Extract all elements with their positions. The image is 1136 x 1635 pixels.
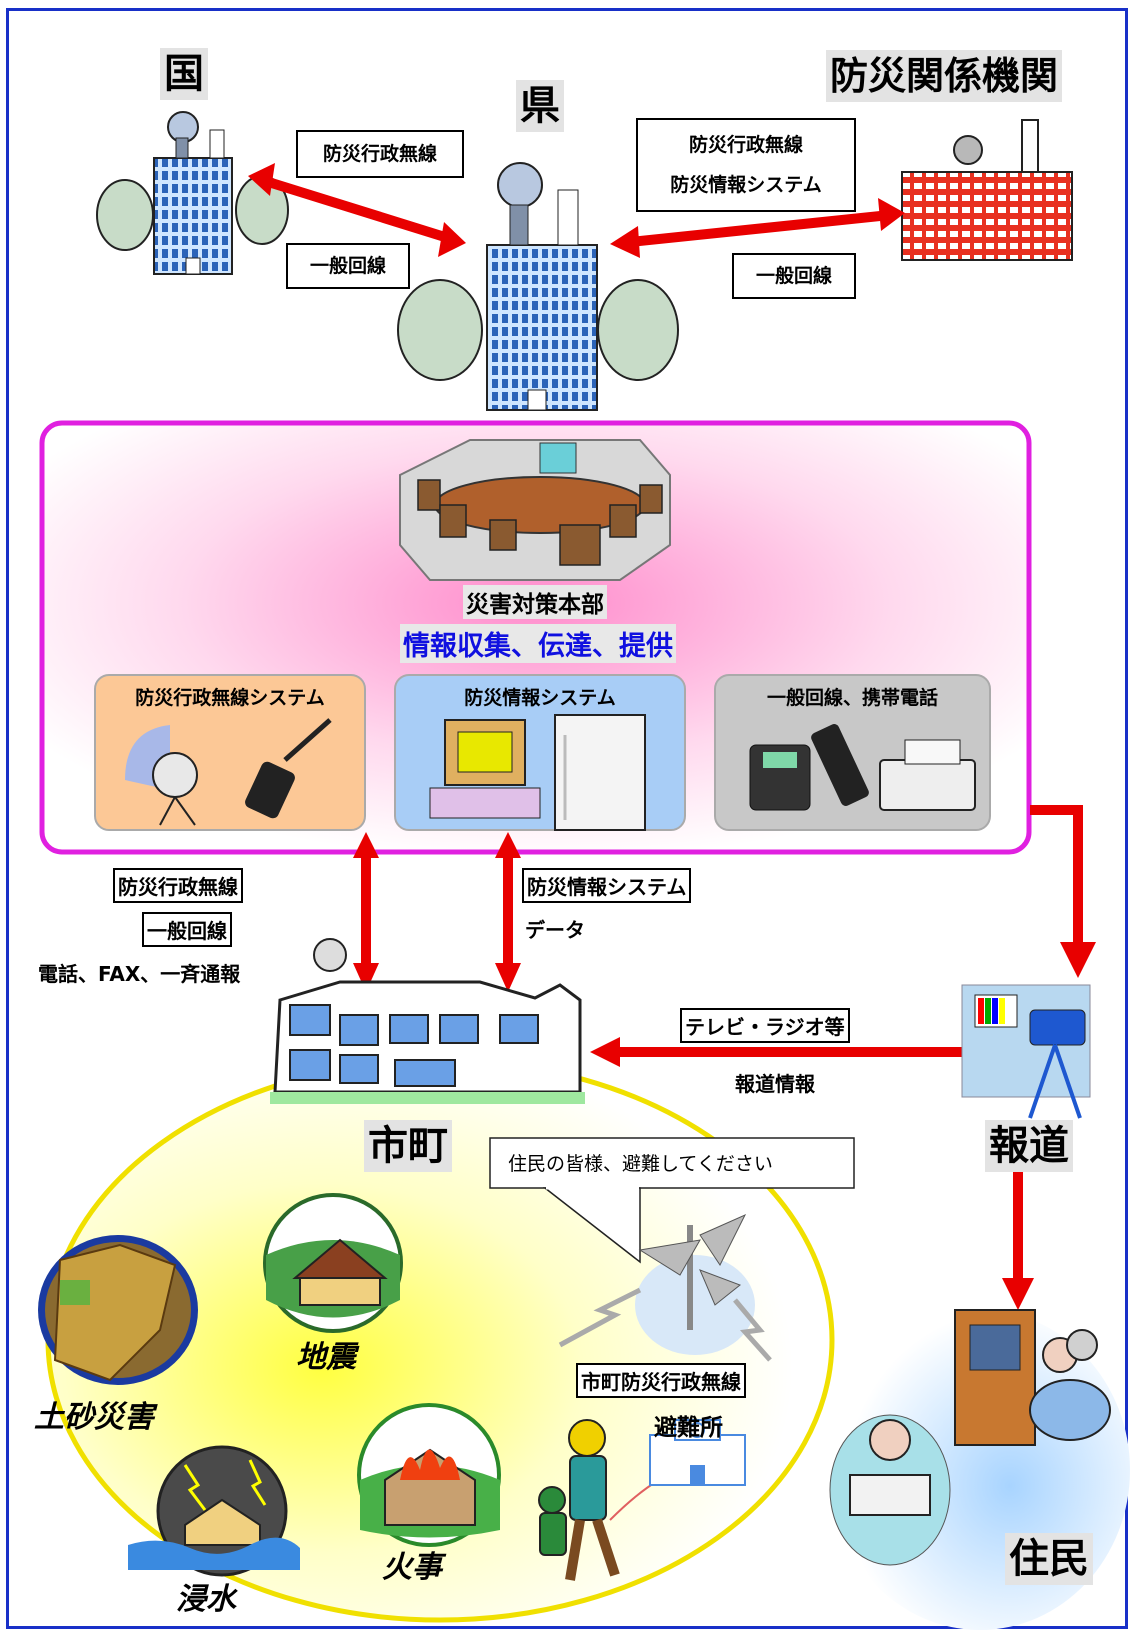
panel-label-wireless: 防災行政無線システム bbox=[135, 687, 325, 709]
hazard-earthquake: 地震 bbox=[296, 1340, 356, 1375]
newspaper-reader-illustration bbox=[829, 1414, 951, 1566]
panel-info-system bbox=[394, 674, 686, 831]
city-link-comm: 電話、FAX、一斉通報 bbox=[38, 962, 241, 986]
speech-bubble-text: 住民の皆様、避難してください bbox=[508, 1153, 773, 1175]
media-camera-illustration bbox=[961, 984, 1091, 1119]
arrow-media-city bbox=[590, 1037, 965, 1067]
outer-frame bbox=[6, 8, 1128, 1629]
kuni-building bbox=[96, 111, 289, 275]
arrow-ken-kikan bbox=[610, 198, 905, 258]
shelter-building-illustration bbox=[649, 1419, 746, 1486]
label-kikan-general: 一般回線 bbox=[732, 253, 856, 299]
city-link-info-system: 防災情報システム bbox=[522, 868, 692, 903]
hq-subtitle: 情報収集、伝達、提供 bbox=[400, 624, 676, 663]
label-kikan-systems: 防災行政無線 防災情報システム bbox=[636, 118, 856, 212]
hazard-landslide: 土砂災害 bbox=[34, 1400, 154, 1435]
label-text: 一般回線 bbox=[755, 265, 832, 287]
flood-illustration bbox=[128, 1445, 300, 1577]
label-kuni-ken-wireless: 防災行政無線 bbox=[296, 130, 464, 178]
node-houdou: 報道 bbox=[985, 1120, 1073, 1172]
label-text: 防災情報システム bbox=[670, 174, 822, 196]
city-link-wireless: 防災行政無線 bbox=[113, 868, 243, 903]
city-link-general: 一般回線 bbox=[142, 912, 232, 947]
arrow-kuni-ken bbox=[248, 163, 466, 257]
kikan-building bbox=[901, 119, 1073, 261]
shimachi-building bbox=[270, 938, 585, 1104]
label-kuni-ken-general: 一般回線 bbox=[286, 243, 410, 289]
node-jumin: 住民 bbox=[1005, 1533, 1093, 1585]
panel-label-general: 一般回線、携帯電話 bbox=[766, 687, 938, 709]
ken-building bbox=[397, 162, 679, 411]
loudspeaker-tower-illustration bbox=[558, 1213, 772, 1362]
city-link-data: データ bbox=[525, 918, 585, 942]
label-text: 防災行政無線 bbox=[688, 134, 803, 156]
landslide-illustration bbox=[38, 1235, 198, 1385]
hq-title: 災害対策本部 bbox=[463, 585, 607, 619]
evacuees-illustration bbox=[538, 1419, 681, 1581]
conference-room-illustration bbox=[399, 439, 671, 581]
node-kuni: 国 bbox=[160, 48, 208, 100]
label-text: 防災行政無線 bbox=[322, 143, 437, 165]
fire-illustration bbox=[357, 1403, 501, 1547]
panel-general-line bbox=[714, 674, 991, 831]
media-news-info: 報道情報 bbox=[735, 1072, 815, 1096]
tv-watching-illustration bbox=[954, 1309, 1111, 1446]
hazard-fire: 火事 bbox=[382, 1550, 442, 1585]
hazard-flood: 浸水 bbox=[176, 1582, 236, 1617]
arrow-hq-media bbox=[1030, 805, 1096, 978]
arrow-hq-city-right bbox=[495, 832, 521, 992]
earthquake-illustration bbox=[263, 1193, 403, 1333]
panel-label-info: 防災情報システム bbox=[464, 687, 616, 709]
arrow-media-residents bbox=[1002, 1170, 1034, 1310]
city-wireless-label: 市町防災行政無線 bbox=[576, 1363, 746, 1398]
media-tv-radio: テレビ・ラジオ等 bbox=[680, 1008, 850, 1043]
arrow-hq-city-left bbox=[353, 832, 379, 992]
node-ken: 県 bbox=[516, 80, 564, 132]
label-text: 一般回線 bbox=[309, 255, 386, 277]
speech-bubble-shape bbox=[489, 1137, 855, 1264]
node-bousai-kikan: 防災関係機関 bbox=[826, 50, 1063, 102]
shelter-label: 避難所 bbox=[654, 1415, 723, 1441]
panel-wireless-system bbox=[94, 674, 366, 831]
node-shimachi: 市町 bbox=[364, 1120, 452, 1172]
